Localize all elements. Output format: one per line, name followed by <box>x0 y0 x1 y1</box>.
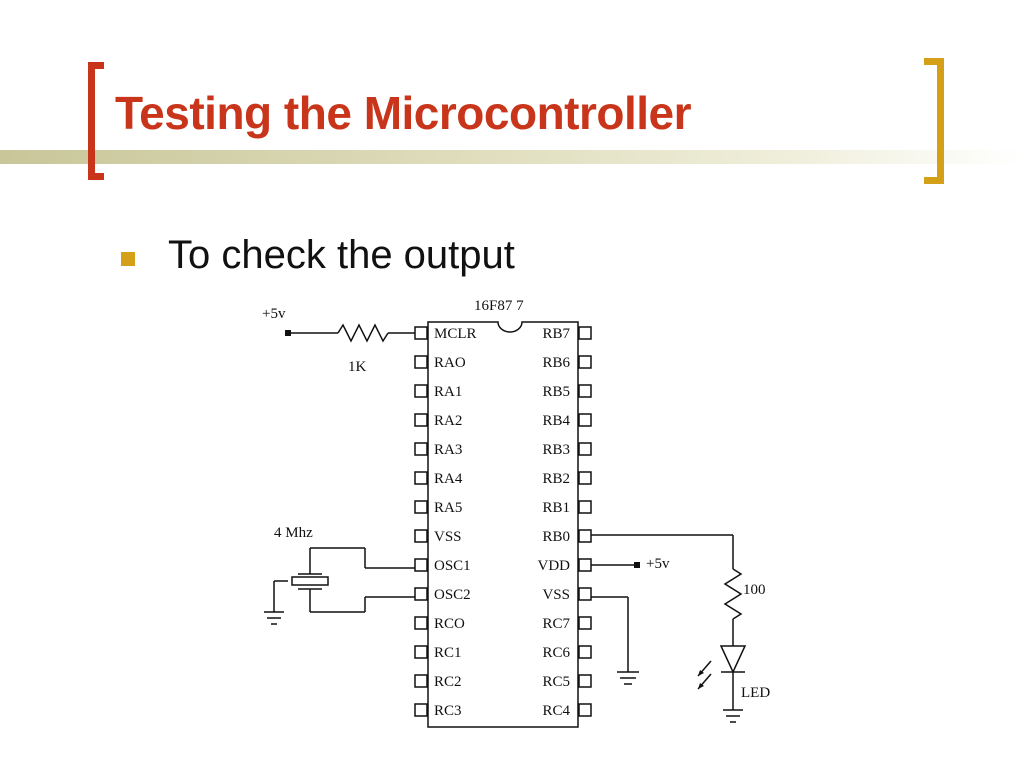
pin-label-left: RA2 <box>434 413 462 429</box>
title-underline-band <box>0 150 1024 164</box>
resistor-1k-label: 1K <box>348 359 367 375</box>
resistor-100 <box>723 568 743 620</box>
pin-stub-left <box>414 558 428 572</box>
pin-label-right: RC6 <box>542 645 570 661</box>
pin-stub-left <box>414 500 428 514</box>
pin-label-left: RC2 <box>434 674 462 690</box>
pin-label-left: RA5 <box>434 500 462 516</box>
pin-stub-left <box>414 587 428 601</box>
pin-label-right: RB1 <box>542 500 570 516</box>
led-label: LED <box>741 685 770 701</box>
pin-stub-right <box>578 529 592 543</box>
pin-stub-right <box>578 326 592 340</box>
pin-label-left: OSC2 <box>434 587 471 603</box>
pin-stub-left <box>414 442 428 456</box>
pin-stub-right <box>578 674 592 688</box>
pin-stub-left <box>414 384 428 398</box>
terminal-dot-mclr-supply <box>285 330 291 336</box>
pin-stub-right <box>578 587 592 601</box>
pin-label-left: RAO <box>434 355 466 371</box>
pin-label-right: VDD <box>538 558 571 574</box>
pin-label-right: RB6 <box>542 355 570 371</box>
slide-title: Testing the Microcontroller <box>115 87 692 139</box>
pin-label-left: MCLR <box>434 326 477 342</box>
crystal-label: 4 Mhz <box>274 525 313 541</box>
pin-stub-right <box>578 645 592 659</box>
chip-label: 16F87 7 <box>474 298 524 314</box>
pin-label-left: RA1 <box>434 384 462 400</box>
pin-stub-left <box>414 471 428 485</box>
bullet-square-icon <box>121 252 135 266</box>
pin-stub-right <box>578 703 592 717</box>
resistor-1k <box>337 323 389 343</box>
pin-stub-left <box>414 355 428 369</box>
pin-stub-right <box>578 500 592 514</box>
terminal-dot-vdd-supply <box>634 562 640 568</box>
pin-label-right: RC5 <box>542 674 570 690</box>
pin-label-left: RC1 <box>434 645 462 661</box>
pin-label-left: OSC1 <box>434 558 471 574</box>
led-symbol <box>719 645 747 674</box>
chip-body <box>427 321 579 728</box>
pin-label-left: RA3 <box>434 442 462 458</box>
pin-stub-left <box>414 616 428 630</box>
title-bracket-left <box>88 62 104 180</box>
pin-stub-left <box>414 645 428 659</box>
pin-label-left: VSS <box>434 529 462 545</box>
pin-stub-right <box>578 471 592 485</box>
pin-label-right: RB4 <box>542 413 570 429</box>
pin-label-right: RB3 <box>542 442 570 458</box>
bullet-text: To check the output <box>168 233 515 277</box>
pin-label-right: RB0 <box>542 529 570 545</box>
pin-stub-left <box>414 674 428 688</box>
pin-stub-left <box>414 326 428 340</box>
title-bracket-right <box>924 58 944 184</box>
pin-stub-left <box>414 413 428 427</box>
pin-label-right: RB7 <box>542 326 570 342</box>
mclr-supply-label: +5v <box>262 306 286 322</box>
resistor-100-label: 100 <box>743 582 766 598</box>
pin-stub-right <box>578 355 592 369</box>
pin-stub-right <box>578 384 592 398</box>
pin-label-right: RB2 <box>542 471 570 487</box>
pin-stub-left <box>414 529 428 543</box>
pin-label-right: VSS <box>542 587 570 603</box>
pin-label-left: RCO <box>434 616 465 632</box>
pin-label-left: RC3 <box>434 703 462 719</box>
pin-label-left: RA4 <box>434 471 463 487</box>
pin-stub-right <box>578 442 592 456</box>
pin-label-right: RB5 <box>542 384 570 400</box>
pin-stub-right <box>578 558 592 572</box>
pin-stub-left <box>414 703 428 717</box>
pin-label-right: RC4 <box>542 703 570 719</box>
pin-stub-right <box>578 616 592 630</box>
vdd-supply-label: +5v <box>646 556 670 572</box>
pin-label-right: RC7 <box>542 616 570 632</box>
pin-stub-right <box>578 413 592 427</box>
crystal-body <box>291 576 329 586</box>
